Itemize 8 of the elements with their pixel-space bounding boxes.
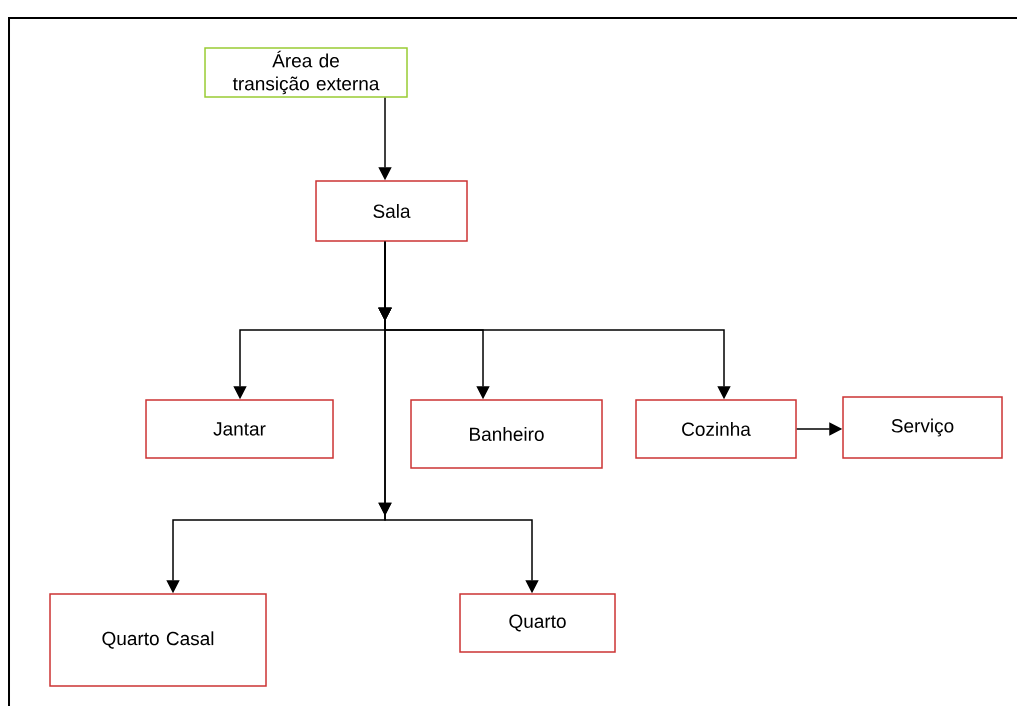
room-box: Serviço (842, 396, 1003, 459)
room-box: Quarto (459, 593, 616, 653)
room-box: Jantar (145, 399, 334, 459)
room-box: Banheiro (410, 399, 603, 469)
room-box: Cozinha (635, 399, 797, 459)
room-box: Sala (315, 180, 468, 242)
room-box: Quarto Casal (49, 593, 267, 687)
room-box: Área de transição externa (204, 47, 408, 98)
